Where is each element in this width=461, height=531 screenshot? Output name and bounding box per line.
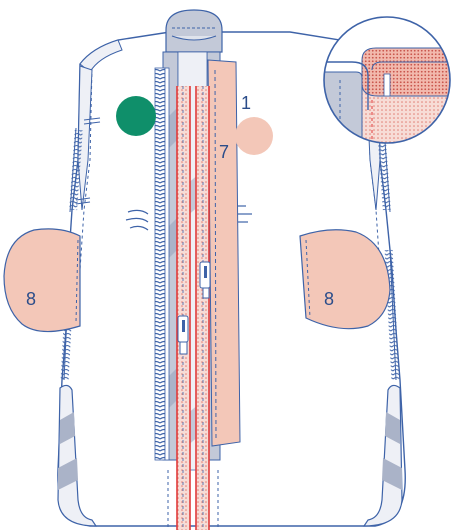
- part-label-8-right: 8: [324, 289, 334, 309]
- collar: [166, 10, 222, 52]
- facing-panel-7: [208, 60, 240, 446]
- snap-dot-icon: [116, 96, 156, 136]
- part-label-7: 7: [219, 142, 229, 162]
- pocket-bag-left: [4, 229, 80, 332]
- zipper-pull-lower: [178, 316, 188, 354]
- part-label-1: 1: [241, 93, 251, 113]
- pink-dot-icon: [235, 117, 273, 155]
- zipper-icon: [155, 68, 169, 460]
- part-label-8-left: 8: [26, 289, 36, 309]
